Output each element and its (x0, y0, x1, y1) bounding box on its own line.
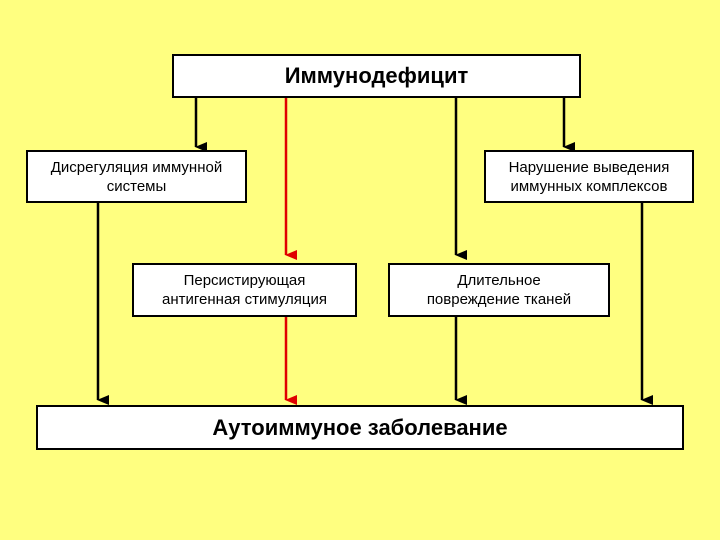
antigen-stimulation-line2: антигенная стимуляция (162, 291, 327, 308)
immune-dysregulation-line2: системы (106, 177, 167, 195)
immune-dysregulation-box: Дисрегуляция иммунной системы (26, 150, 247, 203)
tissue-damage-line1: Длительное (457, 272, 541, 289)
antigen-stimulation-line1: Персистирующая (183, 272, 306, 289)
tissue-damage-line2: повреждение тканей (426, 291, 572, 308)
immunodeficiency-label: Иммунодефицит (284, 63, 469, 88)
antigen-stimulation-box: Персистирующая антигенная стимуляция (132, 263, 357, 317)
immune-complex-clearance-line2: иммунных комплексов (510, 177, 668, 195)
immunodeficiency-box: Иммунодефицит (172, 54, 581, 98)
immune-complex-clearance-box: Нарушение выведения иммунных комплексов (484, 150, 694, 203)
autoimmune-disease-label: Аутоиммуное заболевание (212, 414, 508, 440)
immune-dysregulation-line1: Дисрегуляция иммунной (50, 158, 223, 176)
immune-complex-clearance-line1: Нарушение выведения (508, 158, 670, 176)
tissue-damage-box: Длительное повреждение тканей (388, 263, 610, 317)
autoimmune-disease-box: Аутоиммуное заболевание (36, 405, 684, 450)
